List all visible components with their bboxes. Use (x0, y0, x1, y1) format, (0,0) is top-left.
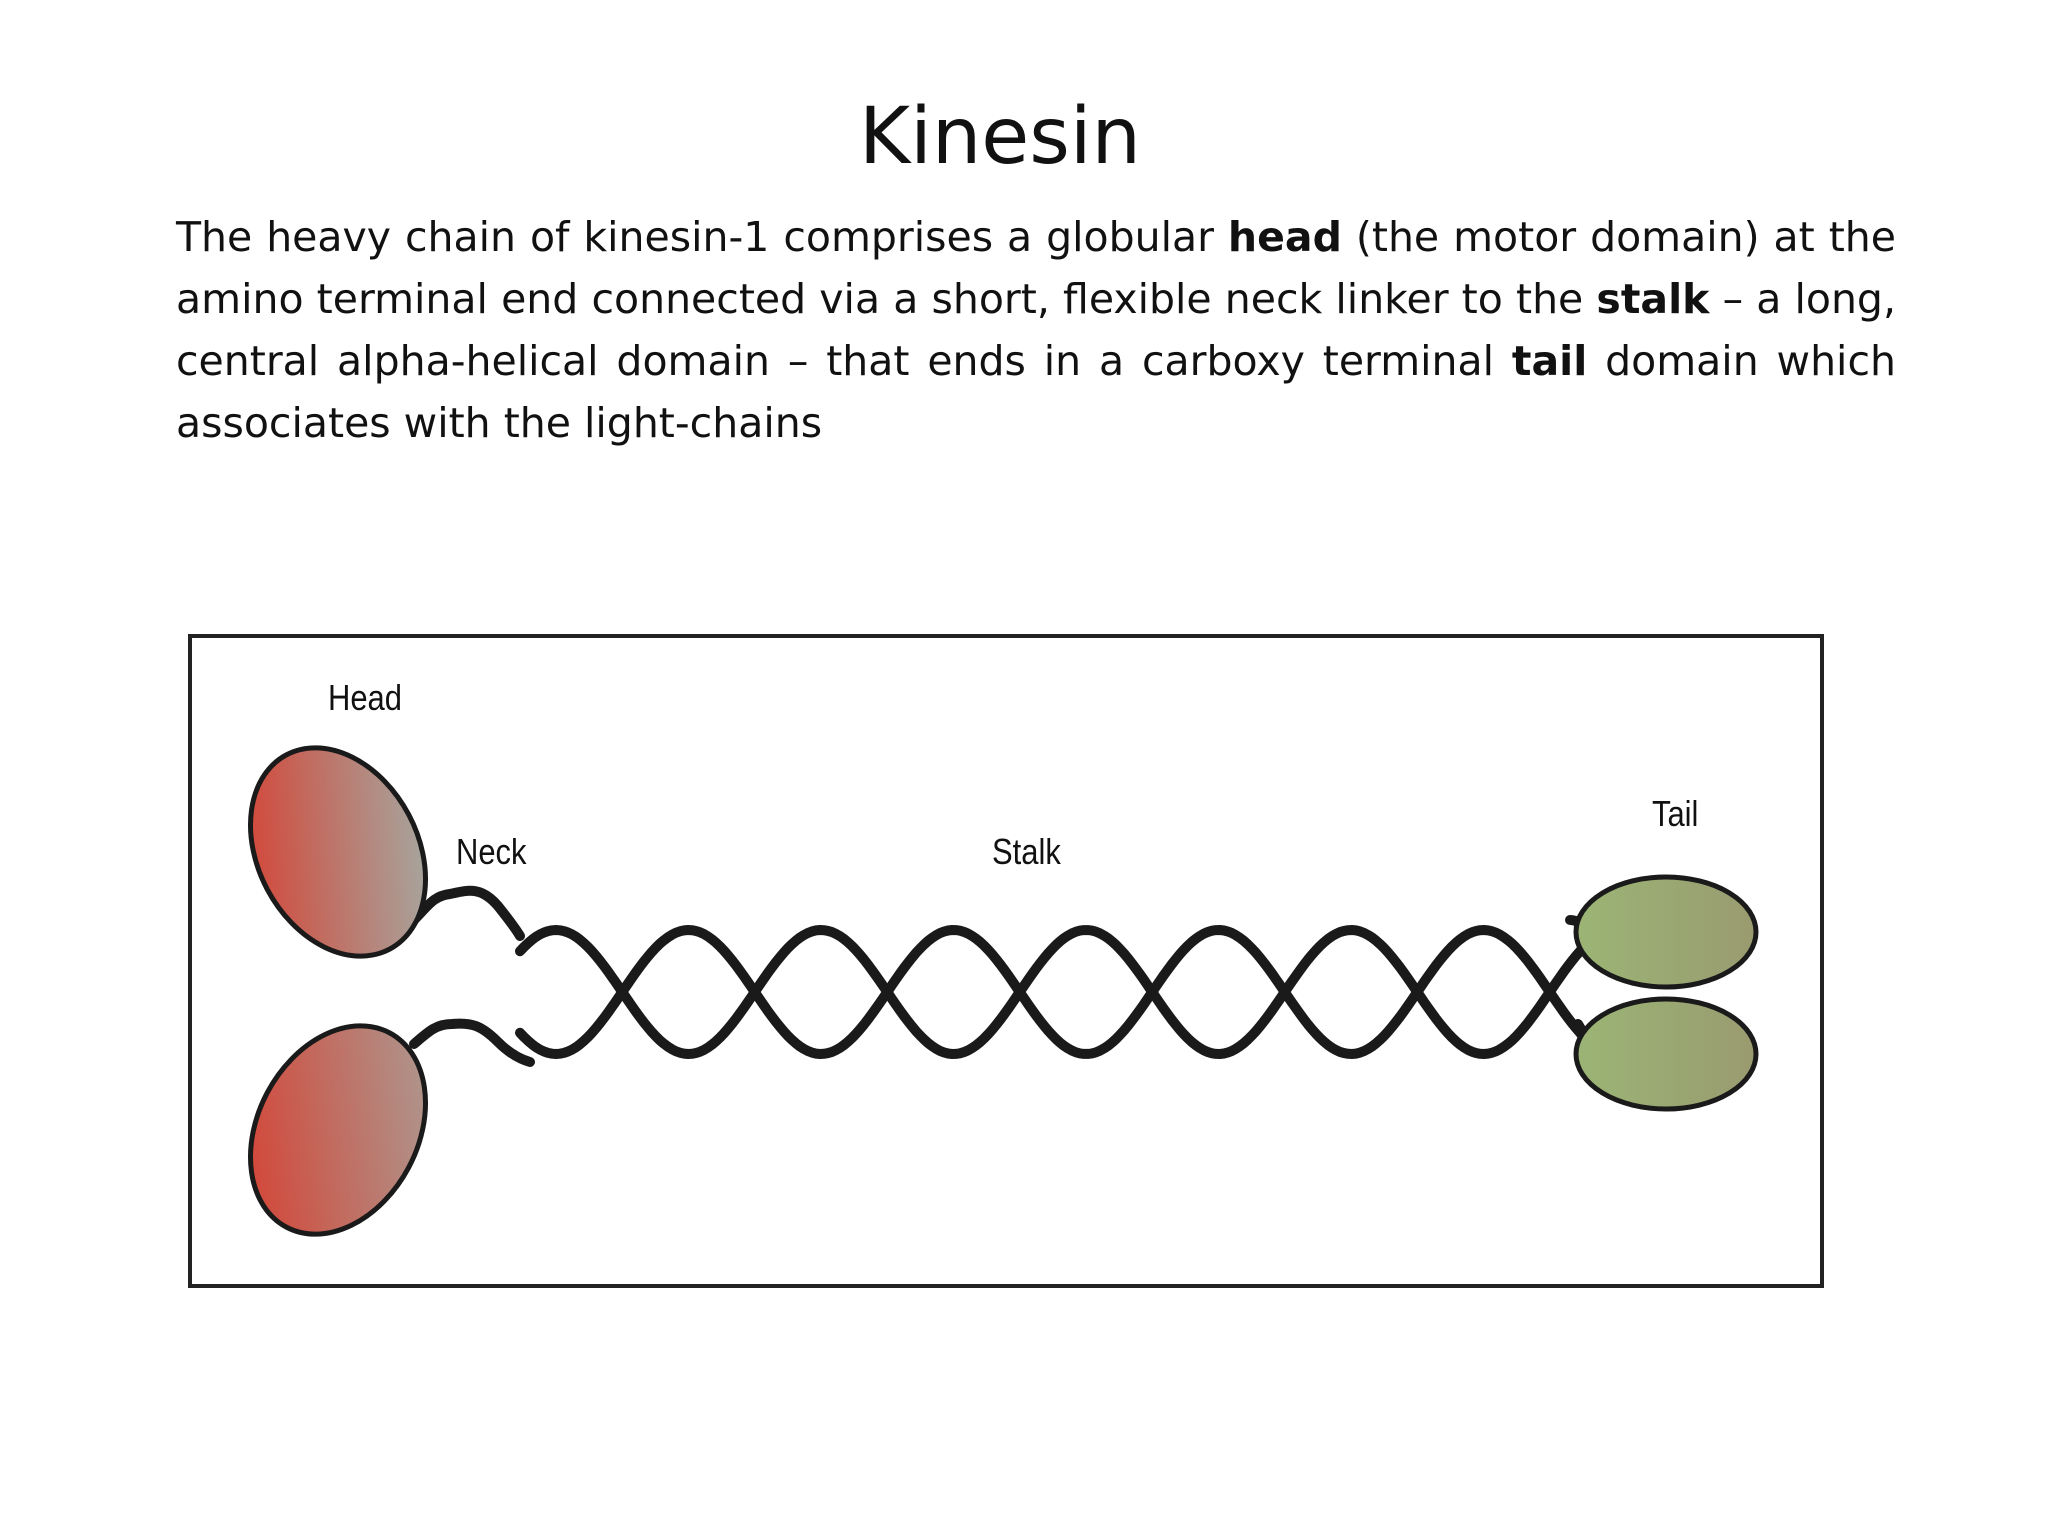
tail-domain-lower (1573, 996, 1759, 1112)
body-term-head: head (1227, 213, 1342, 261)
label-head: Head (328, 679, 402, 719)
label-neck: Neck (456, 833, 527, 873)
body-term-stalk: stalk (1596, 275, 1710, 323)
diagram-frame (188, 634, 1824, 1288)
body-text-part: (the motor domain) at the amino terminal… (176, 213, 1896, 323)
label-tail: Tail (1652, 795, 1698, 835)
body-term-tail: tail (1511, 337, 1588, 385)
stalk-strand-a (515, 925, 1593, 1059)
label-stalk: Stalk (992, 833, 1061, 873)
slide-title: Kinesin (859, 92, 1141, 182)
body-text-part: – a long, central alpha-helical domain –… (176, 275, 1896, 385)
slide-body-text: The heavy chain of kinesin-1 comprises a… (176, 206, 1896, 454)
neck-linker-lower (409, 1018, 535, 1067)
body-text-part: domain which associates with the light-c… (176, 337, 1896, 447)
head-domain-upper (247, 745, 429, 959)
body-text-part: The heavy chain of kinesin-1 comprises a… (176, 213, 1228, 261)
head-domain-lower (247, 1023, 429, 1237)
kinesin-diagram: Head Neck Stalk Tail (188, 634, 1824, 1288)
neck-linker-upper (409, 885, 525, 941)
stalk-strand-b (515, 925, 1593, 1059)
tail-domain-upper (1573, 874, 1759, 990)
